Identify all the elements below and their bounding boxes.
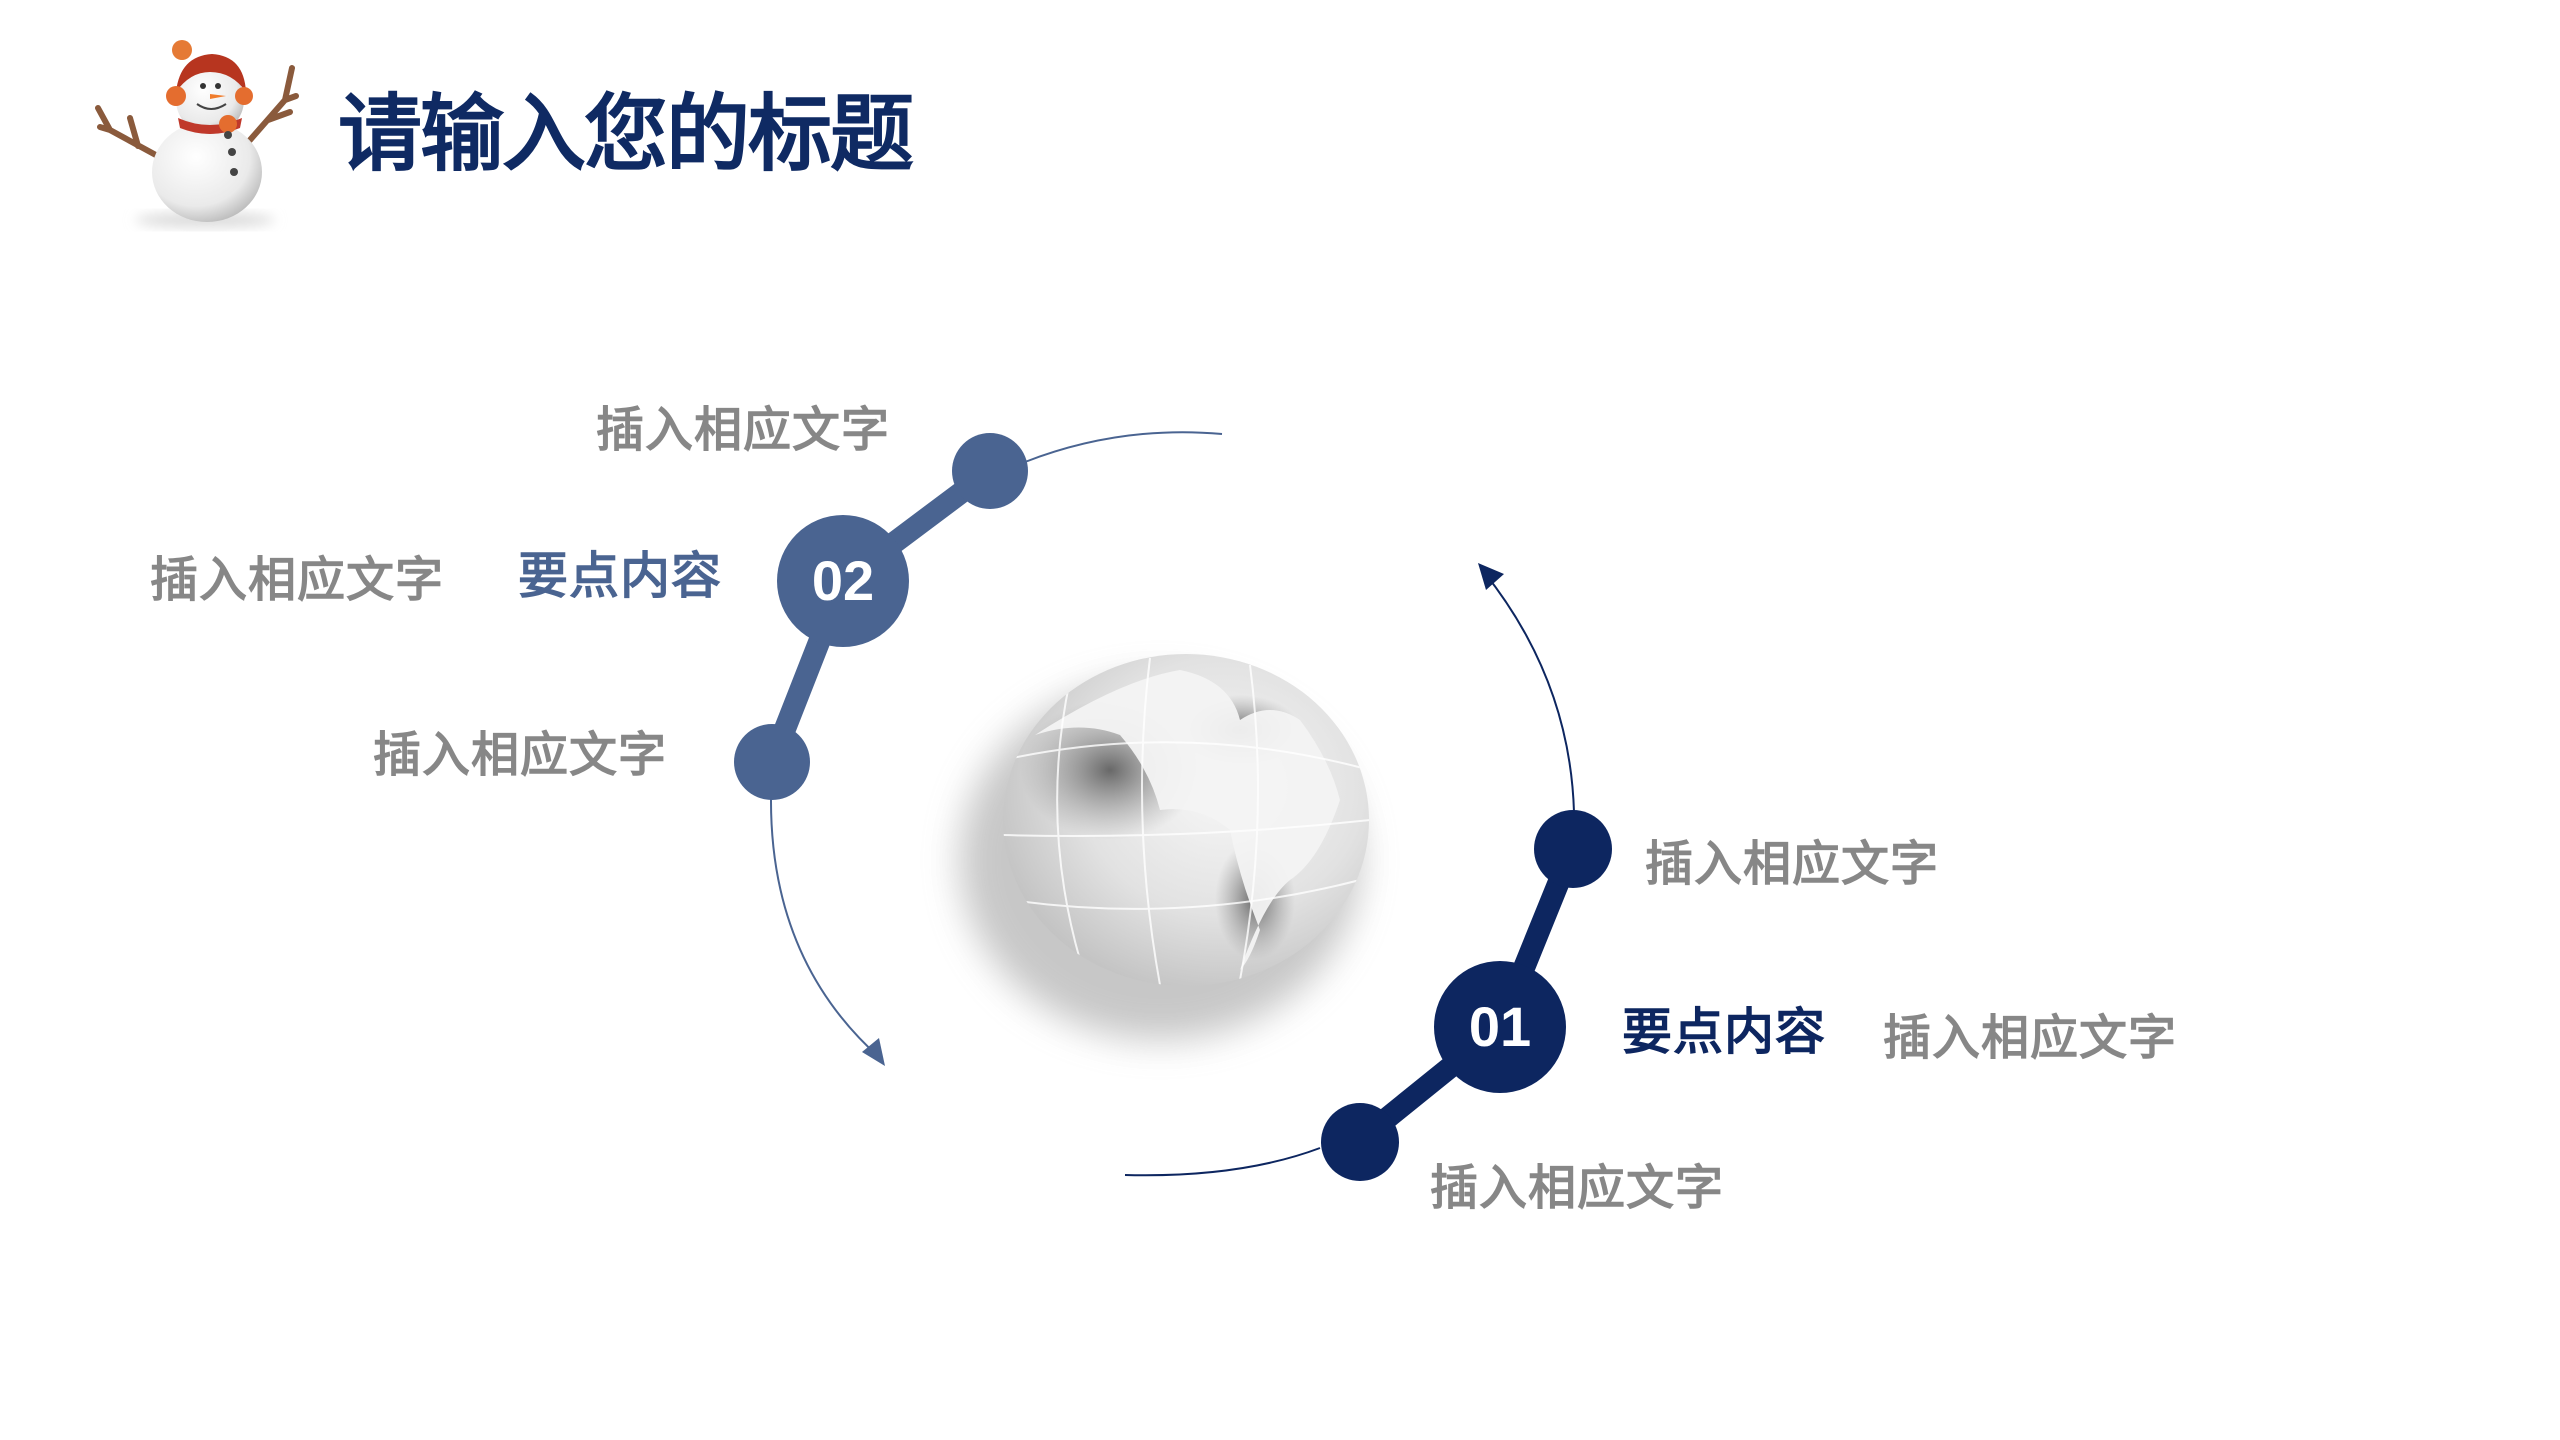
point-01-text-side[interactable]: 插入相应文字 [1883,1010,2178,1066]
point-02-number: 02 [811,549,875,612]
snowman-icon [95,40,299,227]
point-02-text-top[interactable]: 插入相应文字 [596,402,891,458]
point-01-text-bottom[interactable]: 插入相应文字 [1430,1160,1725,1216]
point-02-text-bottom[interactable]: 插入相应文字 [373,727,668,783]
point-01-graphic [1124,563,1612,1181]
globe-icon [960,654,1369,1040]
point-01-heading[interactable]: 要点内容 [1622,1003,1826,1061]
point-01-text-top[interactable]: 插入相应文字 [1645,836,1940,892]
point-02-text-side[interactable]: 插入相应文字 [150,552,445,608]
point-01-number: 01 [1468,995,1532,1058]
point-02-heading[interactable]: 要点内容 [518,547,722,605]
point-02-graphic [734,431,1223,1066]
slide-title[interactable]: 请输入您的标题 [338,85,914,183]
